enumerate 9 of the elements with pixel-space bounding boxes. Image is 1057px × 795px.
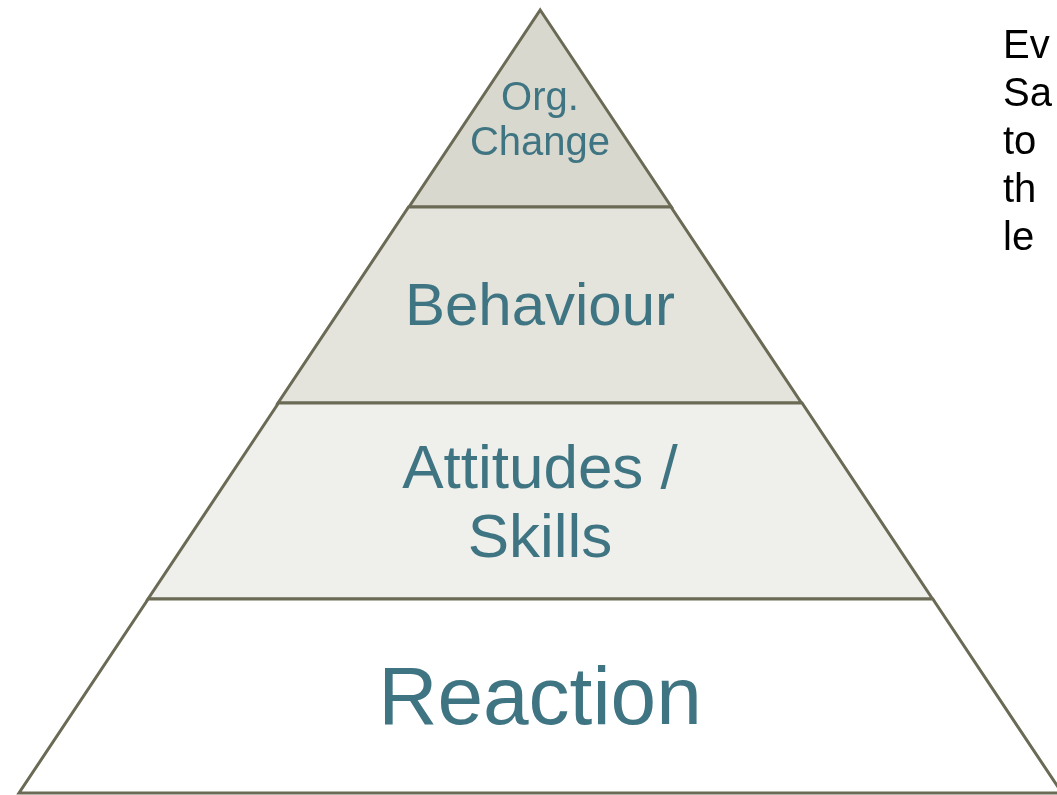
level-label: Reaction — [378, 650, 702, 742]
note-text: Ev — [1003, 22, 1050, 67]
level-label: Org. Change — [468, 73, 612, 164]
note-text: Sa — [1003, 70, 1052, 115]
level-label: Behaviour — [404, 271, 676, 339]
level-label: Attitudes / Skills — [401, 431, 679, 571]
note-text: th — [1003, 166, 1037, 211]
note-text: le — [1003, 214, 1035, 259]
note-text: to — [1003, 118, 1037, 163]
